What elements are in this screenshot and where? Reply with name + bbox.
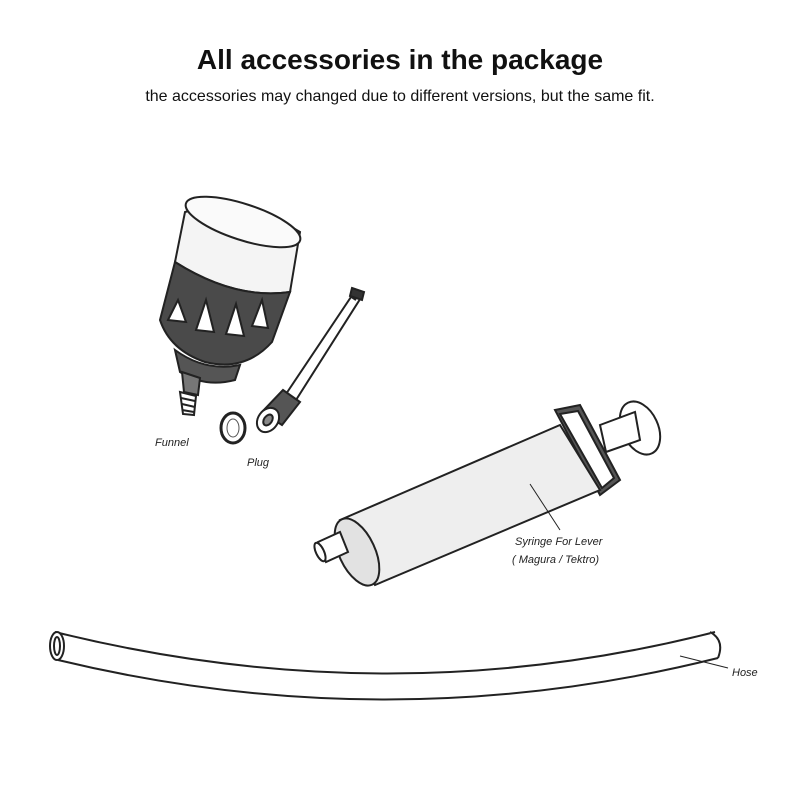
o-ring-illustration (219, 411, 247, 445)
funnel-label: Funnel (155, 437, 189, 449)
hose-illustration (49, 631, 729, 701)
plug-illustration (255, 286, 366, 434)
syringe-illustration (313, 400, 662, 587)
syringe-label-line1: Syringe For Lever (515, 536, 604, 548)
hose-label: Hose (732, 667, 758, 679)
syringe-label-line2: ( Magura / Tektro) (512, 554, 599, 566)
plug-label: Plug (247, 457, 270, 469)
page-subtitle: the accessories may changed due to diffe… (145, 88, 655, 105)
funnel-illustration (158, 195, 302, 417)
page-title: All accessories in the package (196, 44, 604, 75)
